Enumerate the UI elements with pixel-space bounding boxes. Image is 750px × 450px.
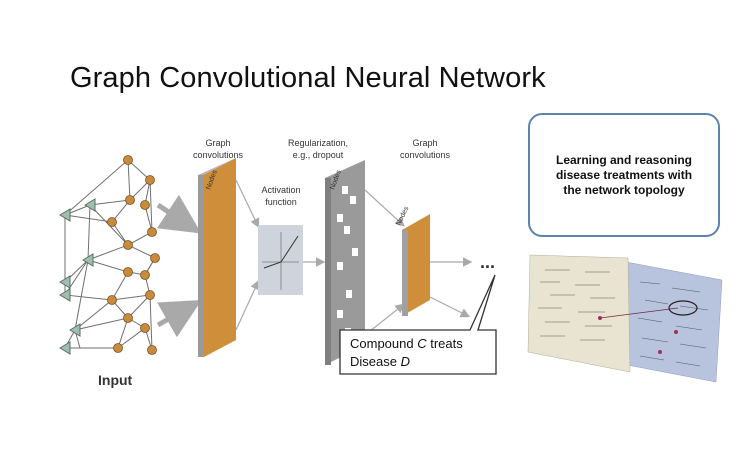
graph-conv-1-edge — [198, 175, 204, 357]
input-graph-nodes — [107, 155, 160, 355]
callout-box: Learning and reasoning disease treatment… — [528, 113, 720, 237]
dropout-layer-edge — [325, 178, 331, 365]
callout-line-2: disease treatments with — [555, 167, 693, 182]
regularization-label-a: Regularization, — [288, 138, 348, 148]
input-label: Input — [98, 372, 133, 388]
graph-conv-2-label-a: Graph — [412, 138, 437, 148]
topology-front-panel — [527, 254, 631, 373]
arrow-to-activation-lower — [235, 279, 260, 331]
graph-conv-2-edge — [402, 230, 408, 316]
arrow-input-upper — [156, 194, 202, 234]
graph-conv-2-layer — [402, 214, 430, 316]
topology-text-marks — [538, 269, 709, 367]
output-ellipsis: ... — [480, 252, 495, 272]
slide-title: Graph Convolutional Neural Network — [70, 62, 546, 94]
topology-link — [599, 307, 679, 319]
dropout-layer — [325, 160, 365, 365]
arrow-to-graph-conv-2-upper — [364, 189, 405, 227]
graph-conv-1-label-a: Graph — [205, 138, 230, 148]
graph-conv-2-nodes-label: Nodes — [395, 205, 410, 227]
arrow-to-activation-upper — [235, 179, 260, 229]
activation-label-b: function — [265, 197, 297, 207]
output-text-line1: Compound C treats — [350, 336, 463, 351]
topology-highlight — [668, 300, 698, 316]
output-text-line2: Disease D — [350, 354, 410, 369]
callout-line-1: Learning and reasoning — [555, 152, 693, 167]
callout-line-3: the network topology — [563, 182, 685, 197]
arrow-input-lower — [156, 300, 202, 338]
graph-conv-1-layer — [204, 158, 236, 357]
input-graph-triangles — [59, 198, 96, 355]
activation-label-a: Activation — [261, 185, 300, 195]
activation-curve — [263, 235, 299, 269]
input-graph — [64, 159, 156, 351]
arrow-to-output-lower — [429, 296, 471, 318]
topology-back-panel — [621, 261, 723, 383]
graph-conv-1-label-b: convolutions — [193, 150, 244, 160]
regularization-label-b: e.g., dropout — [293, 150, 344, 160]
network-topology-image — [527, 254, 723, 383]
output-bubble — [339, 274, 497, 375]
graph-conv-2-label-b: convolutions — [400, 150, 451, 160]
callout-text: Learning and reasoning disease treatment… — [539, 153, 709, 198]
